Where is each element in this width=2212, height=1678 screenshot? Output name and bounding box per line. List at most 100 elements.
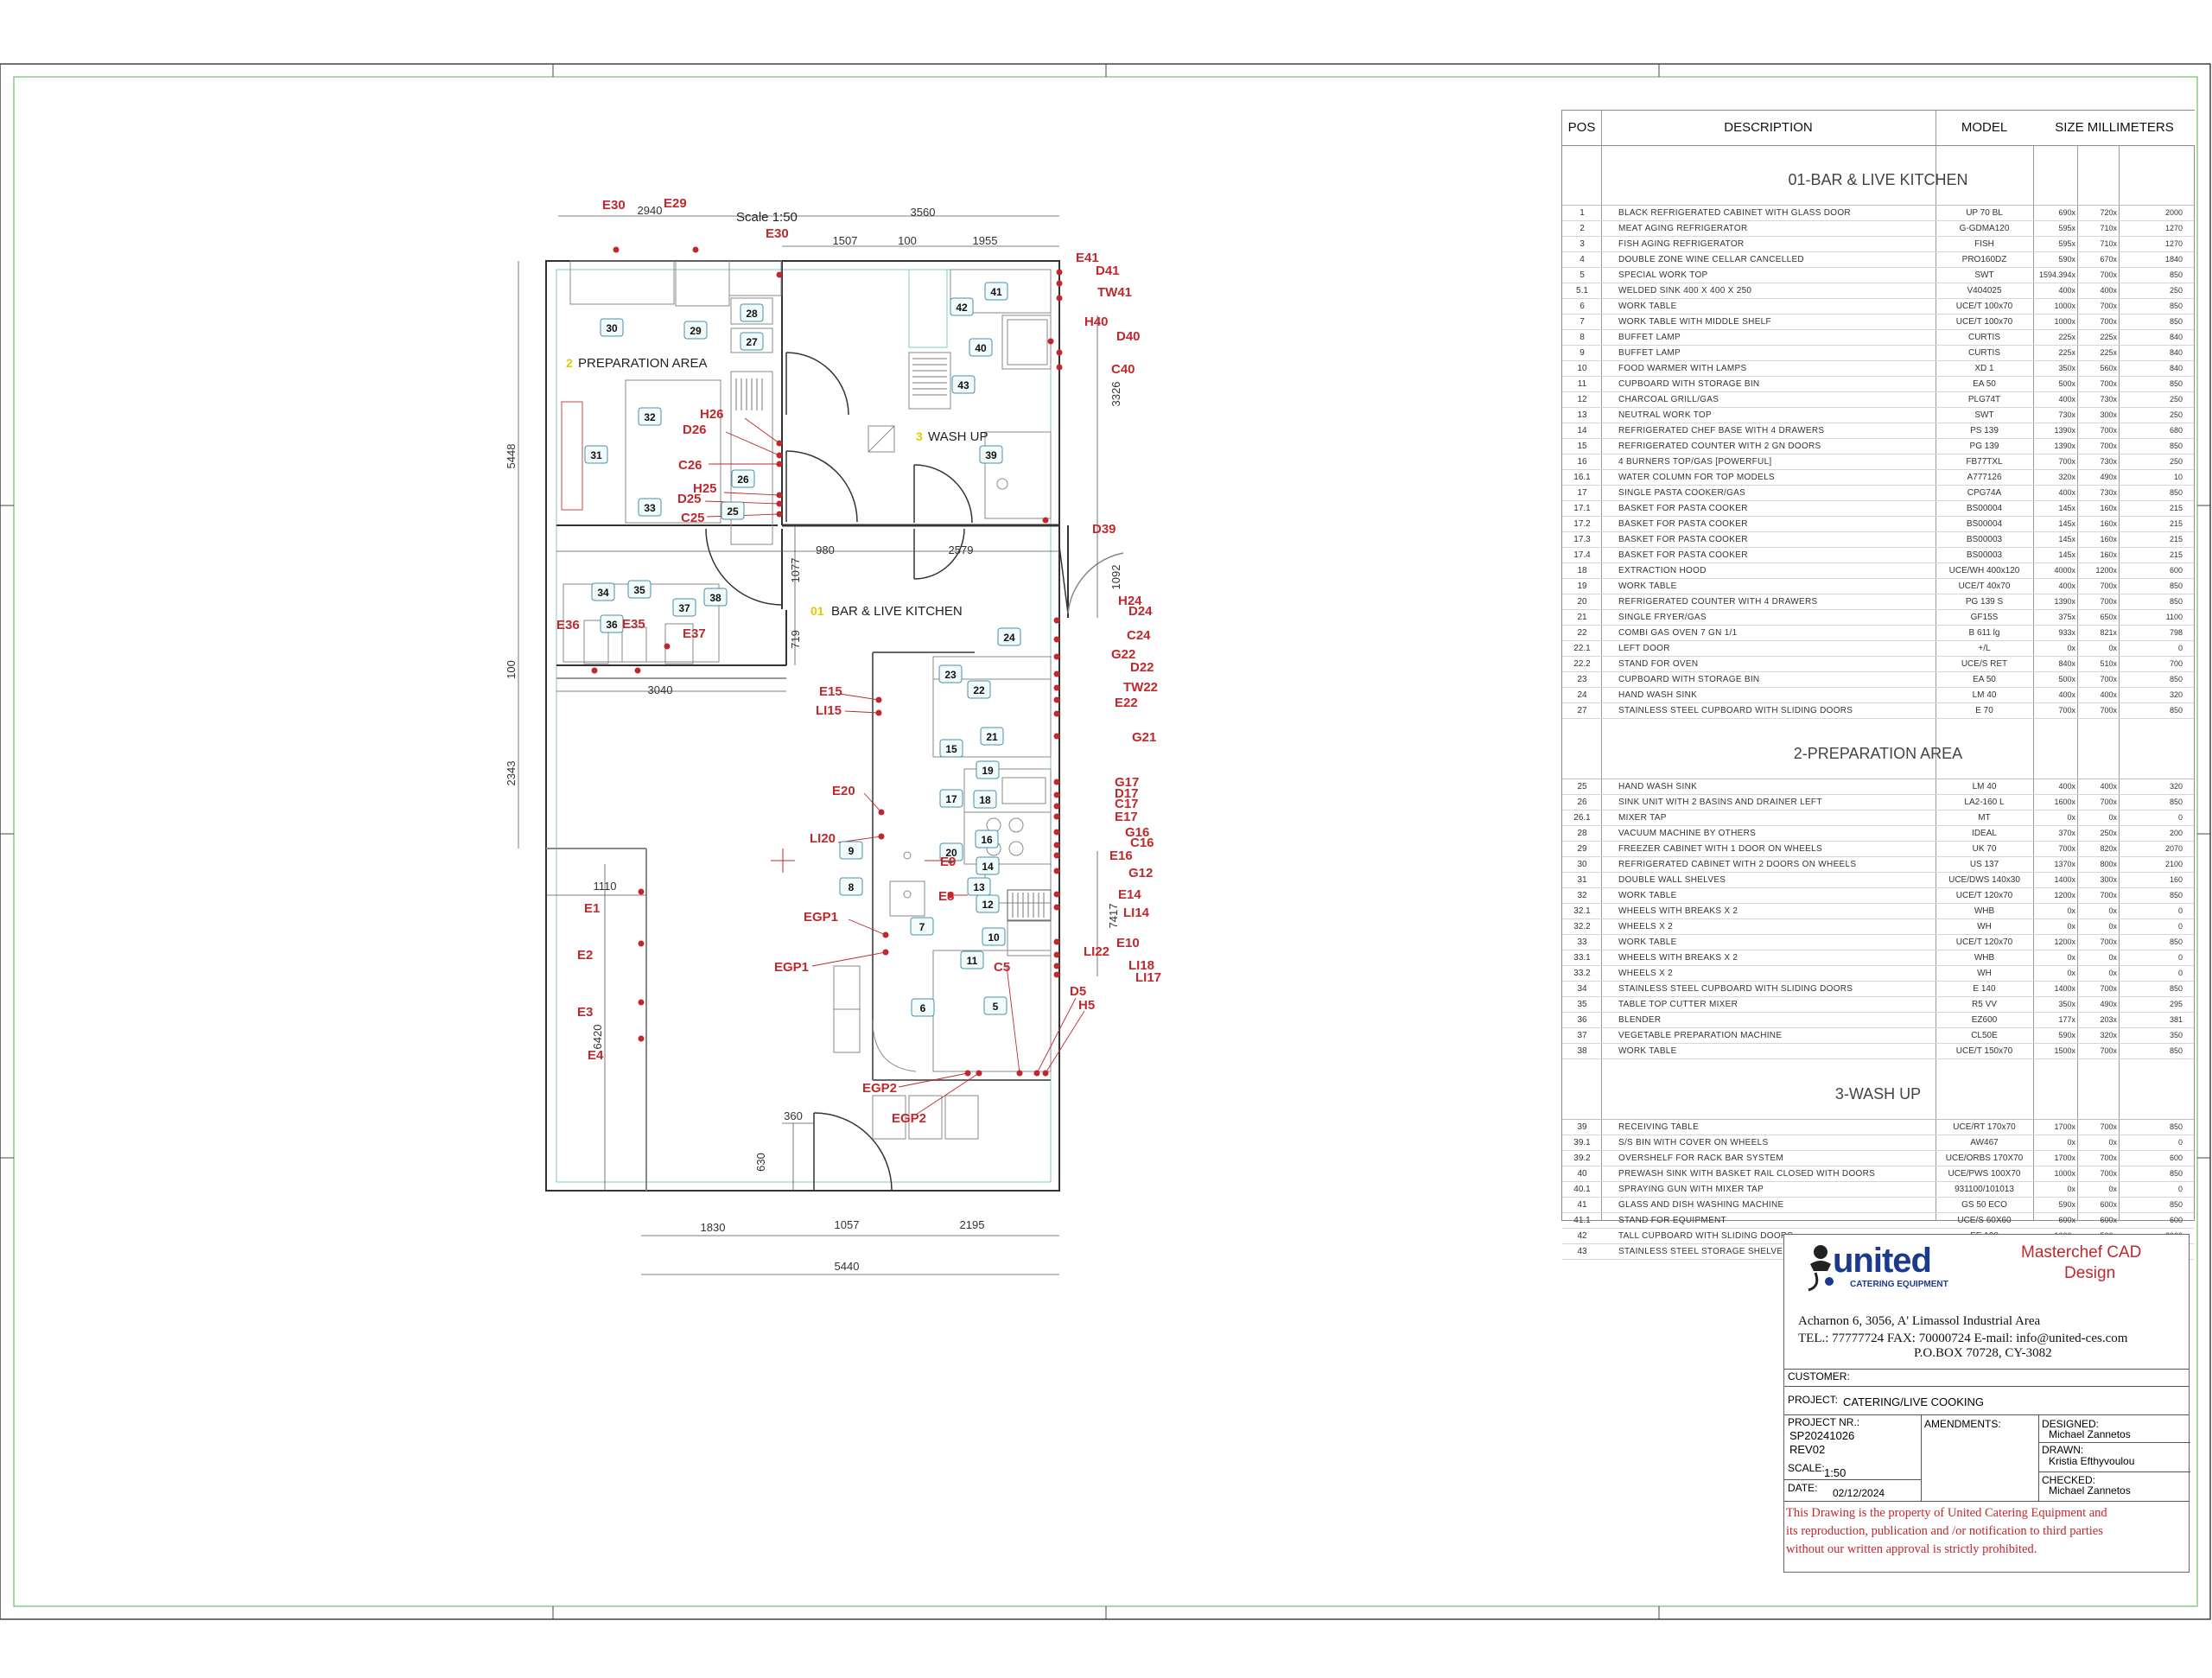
row-pos: 22.1 [1573, 644, 1591, 653]
area-number: 3 [916, 429, 923, 443]
header-size: SIZE MILLIMETERS [2033, 111, 2196, 145]
row-depth: 700x [2100, 317, 2117, 326]
row-depth: 560x [2100, 364, 2117, 372]
row-height: 215 [2169, 519, 2183, 528]
row-depth: 203x [2100, 1015, 2117, 1024]
row-depth: 0x [2108, 1185, 2117, 1193]
row-depth: 0x [2108, 813, 2117, 822]
row-width: 700x [2058, 457, 2075, 466]
row-width: 400x [2058, 395, 2075, 404]
row-description: BASKET FOR PASTA COOKER [1618, 535, 1748, 544]
equipment-tag-number: 24 [1003, 632, 1015, 644]
row-width: 840x [2058, 659, 2075, 668]
equipment-tag: 13 [967, 877, 991, 896]
row-depth: 700x [2100, 302, 2117, 310]
equipment-tag-number: 23 [944, 669, 957, 681]
service-point-label: H25 [693, 481, 717, 496]
row-description: REFRIGERATED COUNTER WITH 2 GN DOORS [1618, 442, 1821, 451]
row-depth: 720x [2100, 208, 2117, 217]
row-description: REFRIGERATED CABINET WITH 2 DOORS ON WHE… [1618, 860, 1857, 869]
service-point-label: E2 [577, 948, 593, 963]
dimension-label: 3560 [911, 206, 936, 219]
row-depth: 160x [2100, 519, 2117, 528]
row-model: UCE/T 120x70 [1955, 891, 2013, 900]
row-depth: 0x [2108, 644, 2117, 652]
row-depth: 490x [2100, 1000, 2117, 1008]
row-description: WORK TABLE [1618, 1046, 1677, 1056]
row-depth: 600x [2100, 1216, 2117, 1224]
row-model: GF15S [1970, 613, 1999, 622]
row-model: UCE/S 60X60 [1957, 1216, 2012, 1225]
row-model: EA 50 [1973, 675, 1996, 684]
row-width: 400x [2058, 582, 2075, 590]
row-model: R5 VV [1972, 1000, 1997, 1009]
row-description: BASKET FOR PASTA COOKER [1618, 550, 1748, 560]
date-label: DATE: [1788, 1482, 1818, 1494]
service-point-label: D41 [1096, 264, 1120, 278]
row-width: 595x [2058, 224, 2075, 232]
service-point-label: G16 [1125, 825, 1149, 840]
dimension-label: 1092 [1109, 565, 1122, 590]
row-model: UCE/S RET [1961, 659, 2008, 669]
row-pos: 31 [1577, 875, 1587, 885]
row-height: 320 [2169, 690, 2183, 699]
service-point-label: D17 [1115, 786, 1139, 801]
designed-by: Michael Zannetos [2049, 1428, 2131, 1440]
brand-logo: united [1833, 1242, 1932, 1280]
software-name-line2: Design [2064, 1264, 2116, 1282]
brand-logo-sub: CATERING EQUIPMENT [1850, 1280, 1948, 1289]
row-pos: 5.1 [1576, 286, 1588, 296]
equipment-tag-number: 7 [919, 921, 925, 933]
row-depth: 700x [2100, 706, 2117, 715]
row-model: BS00004 [1966, 519, 2003, 529]
row-width: 1390x [2054, 597, 2075, 606]
dimension-label: 100 [898, 234, 917, 247]
row-depth: 700x [2100, 1122, 2117, 1131]
row-depth: 700x [2100, 1046, 2117, 1055]
ownership-notice-line2: its reproduction, publication and /or no… [1786, 1524, 2103, 1538]
area-number: 2 [566, 356, 573, 370]
row-width: 320x [2058, 473, 2075, 481]
row-description: WELDED SINK 400 X 400 X 250 [1618, 286, 1752, 296]
row-model: UCE/T 100x70 [1955, 317, 2013, 327]
row-model: PRO160DZ [1961, 255, 2007, 264]
equipment-tag: 31 [584, 445, 608, 464]
software-name: Masterchef CAD [2021, 1243, 2142, 1262]
equipment-tag: 12 [976, 894, 1000, 913]
equipment-tag: 40 [969, 338, 993, 357]
row-description: FOOD WARMER WITH LAMPS [1618, 364, 1747, 373]
row-height: 850 [2169, 582, 2183, 590]
designed-label: DESIGNED: [2042, 1418, 2100, 1430]
row-pos: 13 [1577, 410, 1587, 420]
equipment-outlines [561, 260, 1052, 1140]
equipment-tag: 5 [983, 996, 1007, 1015]
equipment-tag-number: 27 [746, 336, 758, 348]
company-contact: TEL.: 77777724 FAX: 70000724 E-mail: inf… [1798, 1332, 2128, 1345]
row-width: 375x [2058, 613, 2075, 621]
row-pos: 17 [1577, 488, 1587, 498]
row-width: 350x [2058, 364, 2075, 372]
row-height: 850 [2169, 706, 2183, 715]
scale-value: 1:50 [1824, 1466, 1847, 1479]
row-width: 400x [2058, 488, 2075, 497]
service-point-label: D24 [1128, 604, 1153, 619]
row-model: E 140 [1973, 984, 1996, 994]
row-width: 350x [2058, 1000, 2075, 1008]
row-model: UCE/RT 170x70 [1953, 1122, 2016, 1132]
row-model: PS 139 [1970, 426, 1999, 435]
row-width: 1400x [2054, 875, 2075, 884]
equipment-tag-number: 41 [990, 286, 1002, 298]
row-height: 2070 [2164, 844, 2183, 853]
equipment-tag: 43 [951, 375, 976, 394]
